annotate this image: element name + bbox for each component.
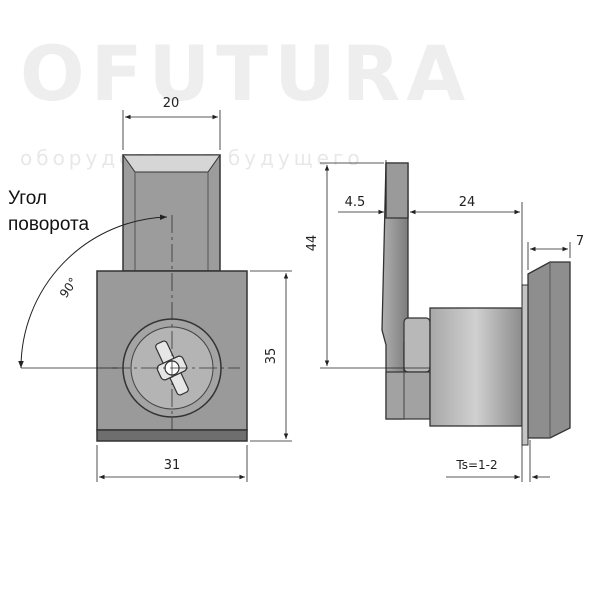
dimension-depth: 24 — [459, 195, 476, 210]
rotation-arc — [18, 214, 168, 369]
front-view: 20 31 35 90° Угол поворота — [8, 96, 292, 482]
dimension-cam-offset: 4.5 — [345, 195, 366, 210]
rotation-angle-label: 90° — [57, 275, 81, 300]
dimension-panel-thickness: Ts=1-2 — [455, 458, 497, 472]
caption-line-1: Угол — [8, 188, 47, 209]
dimension-top-width: 20 — [163, 96, 180, 111]
cylinder-body — [429, 307, 523, 427]
washer — [521, 284, 529, 446]
dimension-body-height: 35 — [264, 348, 279, 365]
housing-base — [96, 429, 248, 442]
cam-tongue-top-bevel — [122, 154, 221, 173]
cam-hub — [403, 317, 431, 373]
front-flange — [527, 261, 571, 439]
dimension-body-width: 31 — [164, 458, 181, 473]
cam-nut — [385, 371, 431, 420]
dimension-total-height: 44 — [305, 235, 320, 252]
watermark-brand: OFUTURA — [20, 29, 471, 118]
dimension-flange: 7 — [576, 234, 584, 249]
side-view: 44 4.5 24 7 Ts=1-2 — [305, 160, 584, 482]
caption-line-2: поворота — [8, 214, 90, 235]
